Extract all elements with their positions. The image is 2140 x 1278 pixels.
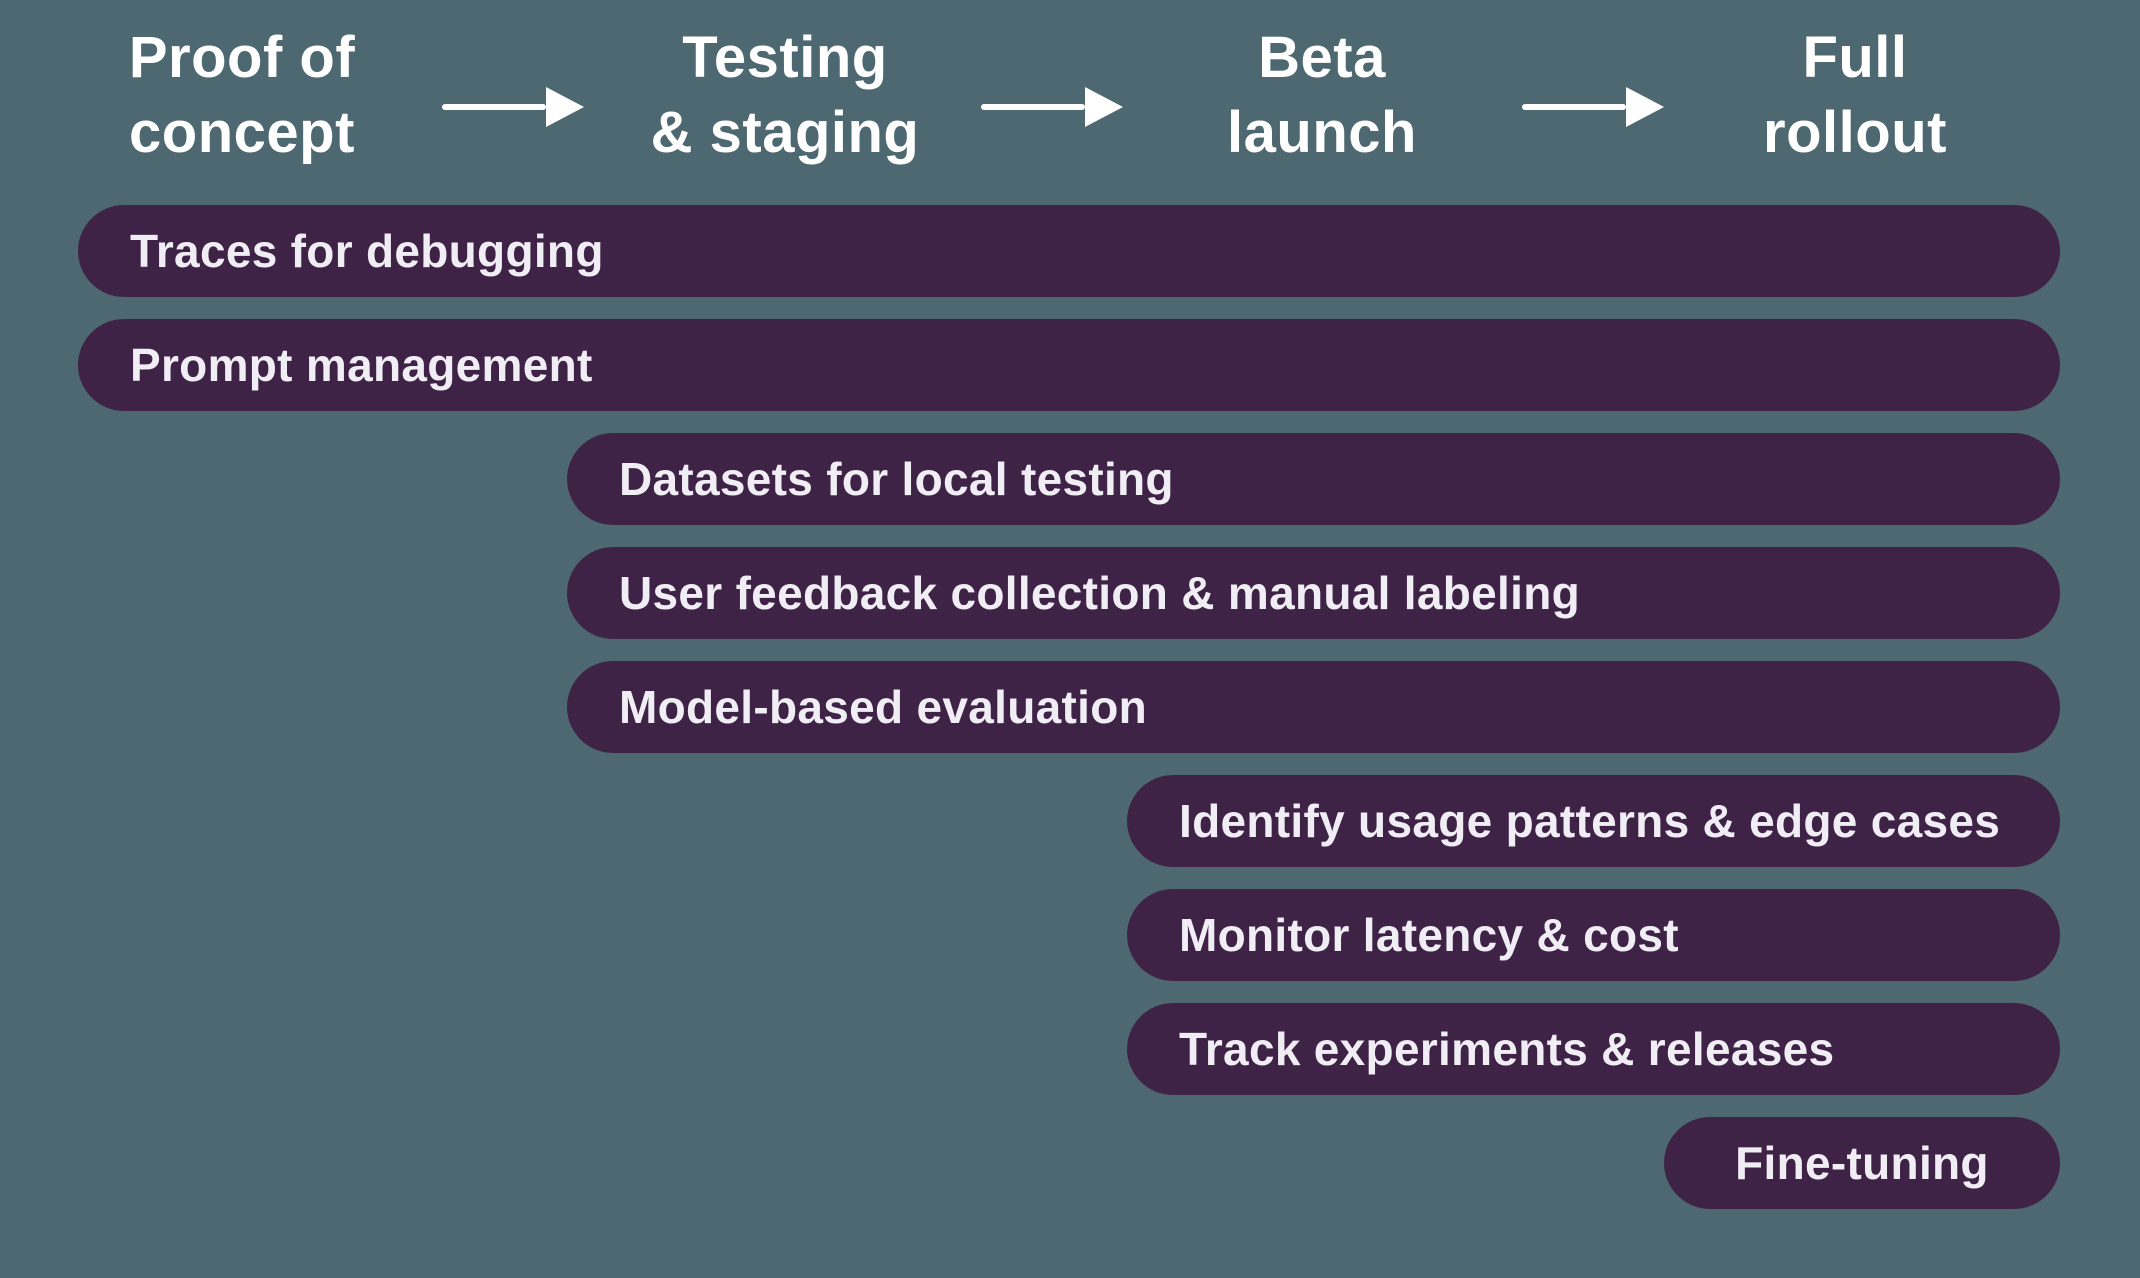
stage-header-full-rollout: Full rollout (1763, 25, 1947, 166)
bar-label: Datasets for local testing (619, 453, 1174, 505)
bar-label: Monitor latency & cost (1179, 909, 1679, 961)
bar-monitor-latency-cost: Monitor latency & cost (1127, 889, 2060, 981)
bar-label: Traces for debugging (130, 225, 604, 277)
bar-traces-for-debugging: Traces for debugging (78, 205, 2060, 297)
bar-datasets-for-local-testing: Datasets for local testing (567, 433, 2060, 525)
bar-user-feedback-collection: User feedback collection & manual labeli… (567, 547, 2060, 639)
bar-label: Identify usage patterns & edge cases (1179, 795, 2001, 847)
bar-label: Prompt management (130, 339, 593, 391)
arrow-line (1522, 104, 1626, 110)
bar-track-experiments-releases: Track experiments & releases (1127, 1003, 2060, 1095)
right-arrow-icon (981, 86, 1123, 128)
stage-header-proof-of-concept: Proof of concept (128, 25, 356, 166)
bar-fine-tuning: Fine-tuning (1664, 1117, 2060, 1209)
bar-label: User feedback collection & manual labeli… (619, 567, 1580, 619)
stage-header-beta-launch: Beta launch (1227, 25, 1417, 166)
bar-label: Model-based evaluation (619, 681, 1148, 733)
bar-identify-usage-patterns: Identify usage patterns & edge cases (1127, 775, 2060, 867)
stage-header-testing-staging: Testing & staging (650, 25, 920, 166)
bar-model-based-evaluation: Model-based evaluation (567, 661, 2060, 753)
arrow-head (1626, 87, 1664, 127)
arrow-head (1085, 87, 1123, 127)
arrow-line (442, 104, 546, 110)
bar-label: Fine-tuning (1735, 1137, 1989, 1189)
bar-prompt-management: Prompt management (78, 319, 2060, 411)
arrow-line (981, 104, 1085, 110)
bar-label: Track experiments & releases (1179, 1023, 1835, 1075)
arrow-head (546, 87, 584, 127)
right-arrow-icon (1522, 86, 1664, 128)
right-arrow-icon (442, 86, 584, 128)
